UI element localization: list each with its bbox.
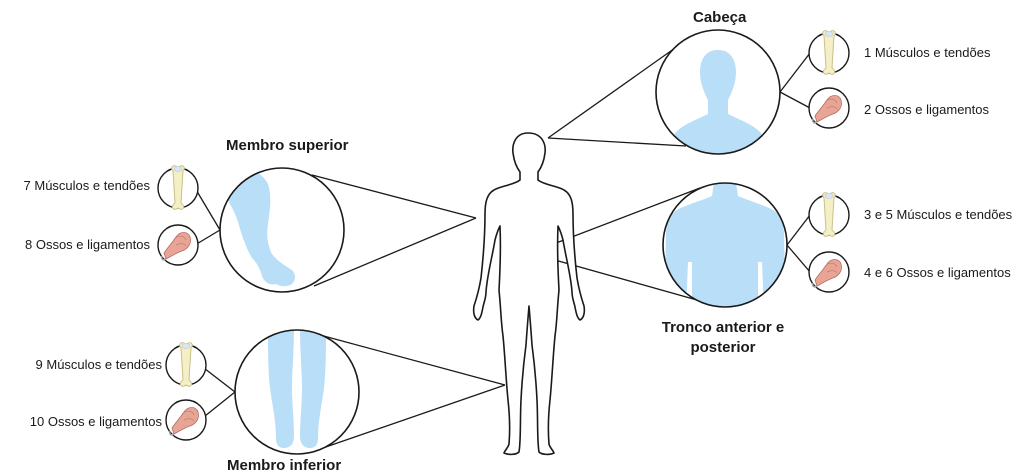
joint-ligament-icon	[158, 225, 198, 265]
bone-icon	[809, 193, 849, 237]
upper-limb-zoom-circle	[220, 168, 344, 292]
region-title-trunk: Tronco anterior e posterior	[640, 318, 806, 358]
label-trunk-bones-ligaments: 4 e 6 Ossos e ligamentos	[864, 265, 1011, 281]
label-upper-limb-muscles-tendons: 7 Músculos e tendões	[0, 178, 150, 194]
human-body-outline	[474, 133, 585, 454]
bone-icon	[158, 166, 198, 210]
label-trunk-muscles-tendons: 3 e 5 Músculos e tendões	[864, 207, 1012, 223]
joint-ligament-icon	[809, 252, 849, 292]
lower-limb-zoom-circle	[235, 330, 359, 454]
joint-ligament-icon	[809, 88, 849, 128]
region-title-upper-limb: Membro superior	[226, 136, 349, 156]
joint-ligament-icon	[166, 400, 206, 440]
label-head-bones-ligaments: 2 Ossos e ligamentos	[864, 102, 989, 118]
region-title-trunk-line2: posterior	[640, 338, 806, 358]
region-title-trunk-line1: Tronco anterior e	[640, 318, 806, 338]
label-head-muscles-tendons: 1 Músculos e tendões	[864, 45, 990, 61]
label-lower-limb-bones-ligaments: 10 Ossos e ligamentos	[0, 414, 162, 430]
label-upper-limb-bones-ligaments: 8 Ossos e ligamentos	[0, 237, 150, 253]
bone-icon	[809, 31, 849, 75]
head-zoom-circle	[656, 30, 780, 160]
region-title-lower-limb: Membro inferior	[227, 456, 341, 474]
bone-icon	[166, 343, 206, 387]
label-lower-limb-muscles-tendons: 9 Músculos e tendões	[0, 357, 162, 373]
region-title-head: Cabeça	[693, 8, 746, 28]
trunk-zoom-circle	[663, 182, 787, 310]
